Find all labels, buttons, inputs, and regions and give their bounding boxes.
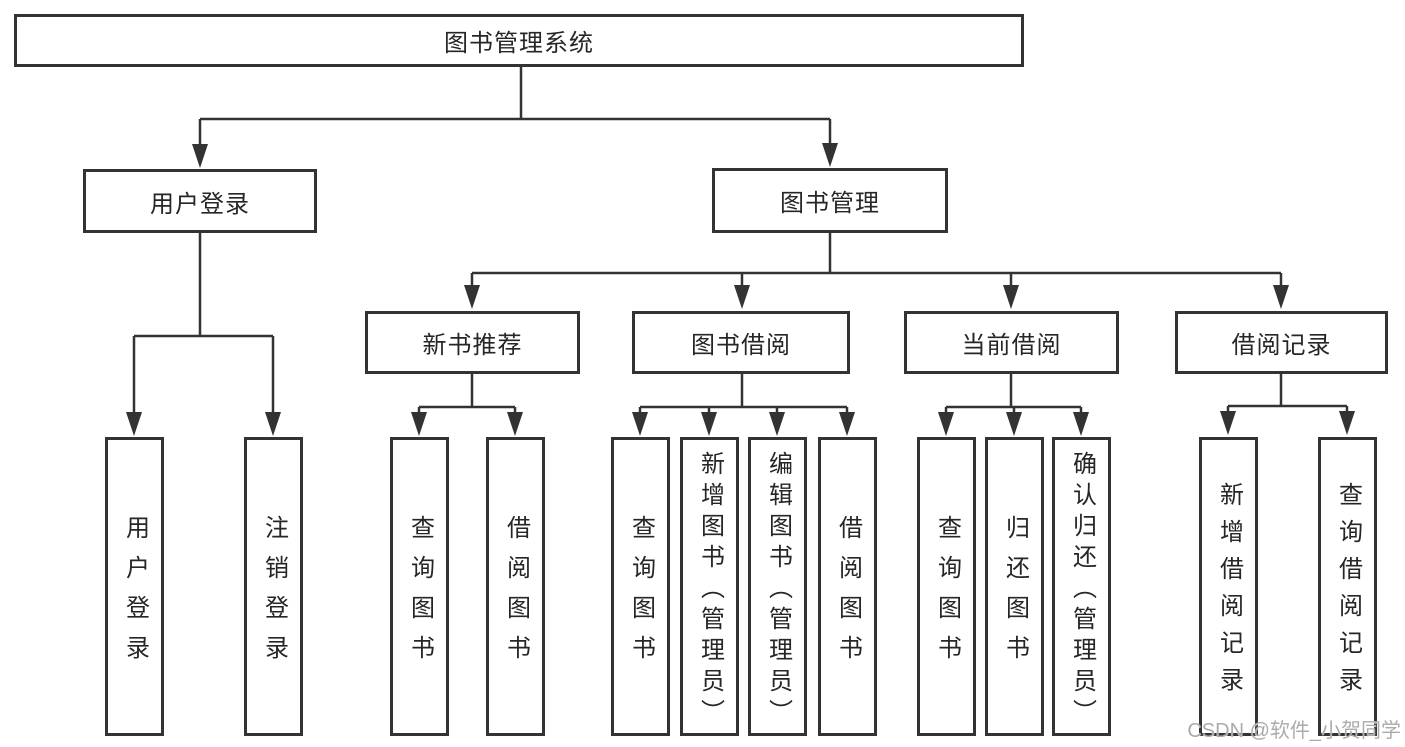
node-current-borrow: 当前借阅 xyxy=(904,311,1119,374)
node-current-borrow-label: 当前借阅 xyxy=(961,332,1062,359)
leaf-query-books-recommend-label: 查询图书 xyxy=(406,514,434,675)
connector-user-login-children xyxy=(132,233,275,414)
connector-current-borrow-children xyxy=(944,374,1083,414)
node-borrow-record-label: 借阅记录 xyxy=(1231,332,1332,359)
leaf-logout-label: 注销登录 xyxy=(260,514,288,675)
leaf-return-books: 归还图书 xyxy=(985,437,1044,736)
leaf-add-books-admin: 新增图书（管理员） xyxy=(680,437,739,736)
connector-root-to-level1 xyxy=(198,67,832,146)
connector-book-borrow-children xyxy=(638,374,849,414)
leaf-query-books-recommend: 查询图书 xyxy=(390,437,449,736)
node-new-book-recommend-label: 新书推荐 xyxy=(422,332,523,359)
node-new-book-recommend: 新书推荐 xyxy=(365,311,580,374)
connector-new-book-children xyxy=(417,374,517,414)
node-user-login: 用户登录 xyxy=(83,169,317,233)
connector-borrow-record-children xyxy=(1226,374,1349,413)
node-borrow-record: 借阅记录 xyxy=(1175,311,1388,374)
watermark: CSDN @软件_小贺同学 xyxy=(1187,720,1401,742)
node-book-management: 图书管理 xyxy=(712,168,948,233)
arrowheads-new-book-children xyxy=(411,412,523,436)
leaf-query-books-borrow-label: 查询图书 xyxy=(627,514,655,675)
arrowheads-user-login-children xyxy=(126,412,281,436)
leaf-edit-books-admin-label: 编辑图书（管理员） xyxy=(764,450,792,730)
leaf-borrow-books-recommend: 借阅图书 xyxy=(486,437,545,736)
node-book-borrow-label: 图书借阅 xyxy=(691,332,791,359)
arrowheads-root-to-level1 xyxy=(192,143,838,168)
leaf-confirm-return-admin: 确认归还（管理员） xyxy=(1052,437,1111,736)
leaf-user-login: 用户登录 xyxy=(105,437,164,736)
node-library-system: 图书管理系统 xyxy=(14,14,1024,67)
leaf-query-books-borrow: 查询图书 xyxy=(611,437,670,736)
leaf-add-borrow-record-label: 新增借阅记录 xyxy=(1215,482,1243,704)
leaf-borrow-books-label: 借阅图书 xyxy=(834,514,862,675)
leaf-query-books-current: 查询图书 xyxy=(917,437,976,736)
connector-book-management-children xyxy=(470,233,1283,287)
node-user-login-label: 用户登录 xyxy=(150,190,250,218)
arrowheads-borrow-record-children xyxy=(1220,411,1355,435)
leaf-query-borrow-record: 查询借阅记录 xyxy=(1318,437,1377,736)
leaf-user-login-label: 用户登录 xyxy=(121,514,149,675)
leaf-borrow-books-recommend-label: 借阅图书 xyxy=(502,514,530,675)
arrowheads-book-management-children xyxy=(464,285,1289,309)
leaf-borrow-books: 借阅图书 xyxy=(818,437,877,736)
leaf-query-books-current-label: 查询图书 xyxy=(933,514,961,675)
leaf-add-borrow-record: 新增借阅记录 xyxy=(1199,437,1258,736)
leaf-logout: 注销登录 xyxy=(244,437,303,736)
node-book-borrow: 图书借阅 xyxy=(632,311,850,374)
arrowheads-book-borrow-children xyxy=(632,412,855,436)
leaf-add-books-admin-label: 新增图书（管理员） xyxy=(696,450,724,730)
node-book-management-label: 图书管理 xyxy=(780,190,880,217)
leaf-edit-books-admin: 编辑图书（管理员） xyxy=(748,437,807,736)
leaf-query-borrow-record-label: 查询借阅记录 xyxy=(1334,482,1362,704)
arrowheads-current-borrow-children xyxy=(938,412,1089,436)
leaf-return-books-label: 归还图书 xyxy=(1001,514,1029,675)
leaf-confirm-return-admin-label: 确认归还（管理员） xyxy=(1068,450,1096,730)
node-library-system-label: 图书管理系统 xyxy=(444,30,594,57)
